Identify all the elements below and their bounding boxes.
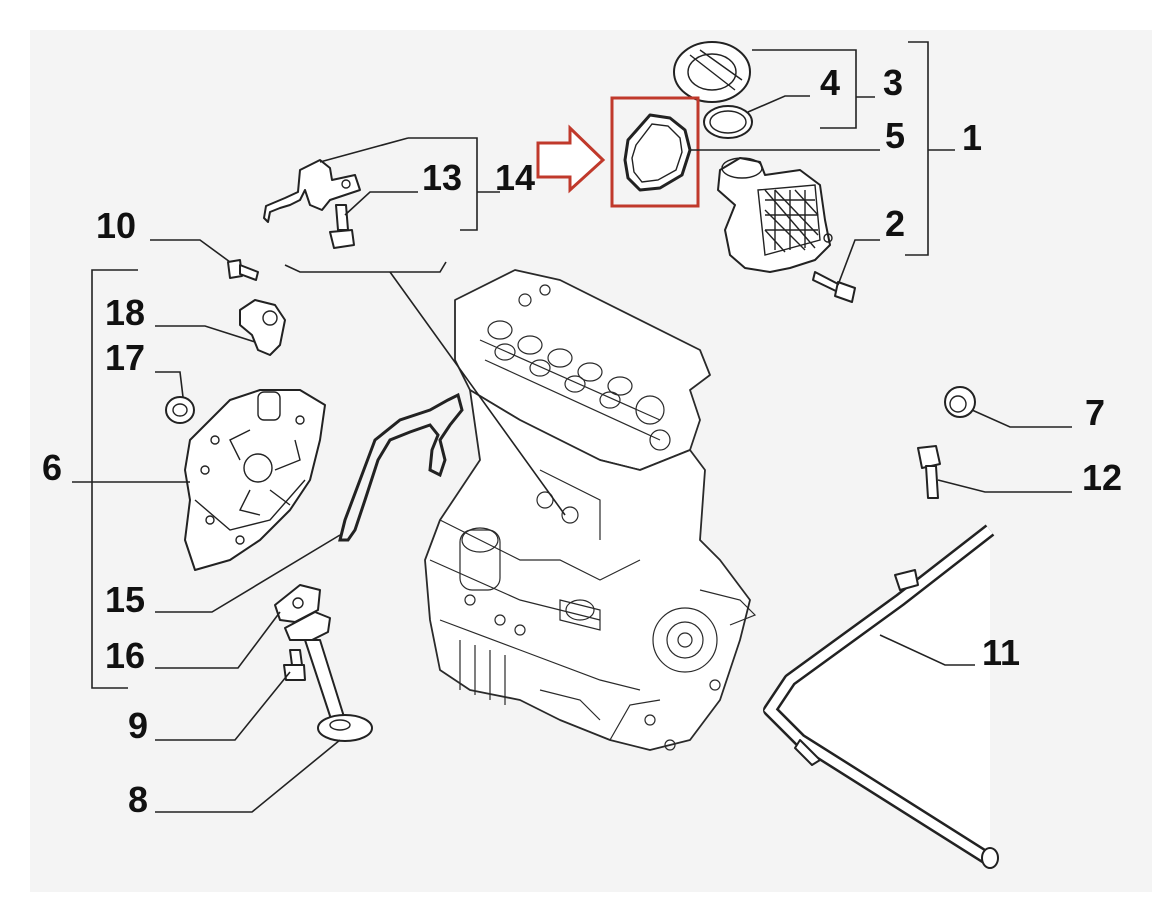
part-bolt-10: [227, 259, 259, 281]
part-bolt-9: [283, 649, 306, 681]
callout-11: 11: [982, 632, 1020, 673]
part-flange-gasket: [274, 584, 321, 623]
callout-18: 18: [105, 292, 145, 333]
part-gasket-highlighted: [623, 113, 692, 192]
callout-7: 7: [1085, 392, 1105, 433]
part-bolt-2: [812, 271, 856, 303]
engine-block: [424, 269, 757, 751]
callout-10: 10: [96, 205, 136, 246]
callout-16: 16: [105, 635, 145, 676]
callout-13: 13: [422, 157, 462, 198]
callout-9: 9: [128, 705, 148, 746]
highlight-arrow: [536, 124, 606, 194]
callout-4: 4: [820, 62, 840, 103]
callout-2: 2: [885, 203, 905, 244]
part-cap: [673, 41, 751, 103]
callout-17: 17: [105, 337, 145, 378]
part-pipe: [763, 524, 999, 869]
leader-lines: [72, 41, 1072, 813]
part-seal-ring: [165, 396, 195, 424]
highlight-box: [610, 96, 700, 208]
part-sensor: [239, 299, 286, 356]
callout-15: 15: [105, 579, 145, 620]
part-bolt-13: [329, 204, 355, 249]
callout-6: 6: [42, 447, 62, 488]
callout-12: 12: [1082, 457, 1122, 498]
callout-8: 8: [128, 779, 148, 820]
part-bracket: [263, 159, 361, 223]
callout-5: 5: [885, 115, 905, 156]
part-plug: [944, 386, 976, 418]
callout-labels: 1 2 3 4 5 6 7 8 9 10 11 12 13 14 15 16 1…: [42, 62, 1122, 820]
part-o-ring: [703, 105, 753, 139]
part-cover-gasket: [338, 392, 464, 542]
part-oil-pickup: [284, 611, 373, 742]
callout-3: 3: [883, 62, 903, 103]
callout-14: 14: [495, 157, 535, 198]
part-timing-cover: [184, 389, 326, 571]
part-thermostat-housing: [717, 157, 833, 273]
part-bolt-12: [917, 445, 941, 499]
callout-1: 1: [962, 117, 982, 158]
